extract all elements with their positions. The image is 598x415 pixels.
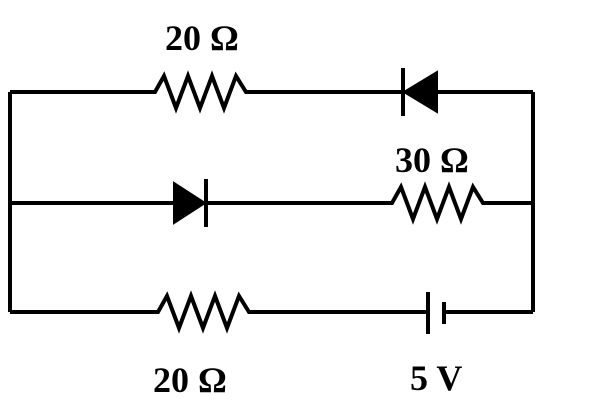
bottom-resistor-label: 20 Ω [153,360,227,400]
battery [426,292,446,334]
top-diode [401,68,438,116]
battery-label: 5 V [410,358,462,398]
middle-resistor [380,181,493,225]
middle-diode [173,179,208,227]
middle-resistor-label: 30 Ω [395,140,469,180]
top-resistor-label: 20 Ω [165,18,239,58]
middle-diode-triangle [173,181,207,225]
top-resistor [142,70,256,114]
top-diode-triangle [402,70,438,114]
bottom-resistor [146,290,259,334]
